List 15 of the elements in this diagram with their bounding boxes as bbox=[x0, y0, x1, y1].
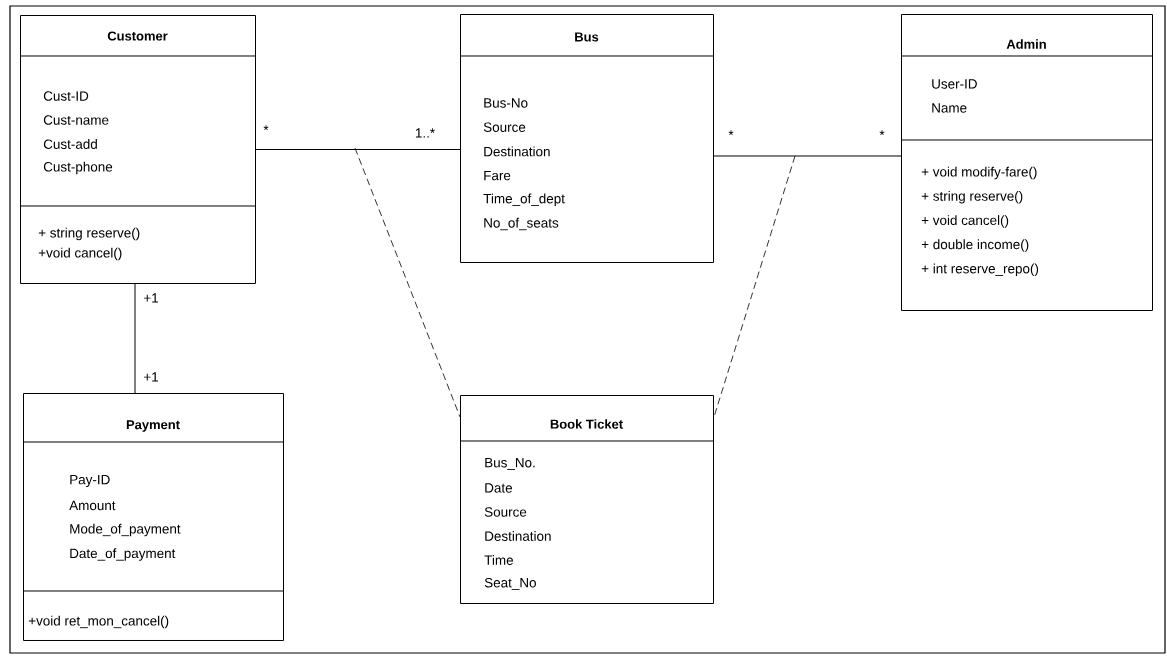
association-class-line bbox=[713, 155, 796, 418]
class-box: Payment Pay-ID Amount Mode_of_payment Date_of_payment +void ret_mon_cancel() bbox=[22, 393, 284, 641]
multiplicity-label: * bbox=[879, 130, 885, 136]
class-box: Bus Bus-No Source Destination Fare Time_of_dept No_of_seats bbox=[459, 14, 714, 263]
multiplicity-label: 1..* bbox=[415, 128, 435, 138]
association-class-line bbox=[354, 147, 461, 418]
association-line bbox=[255, 149, 461, 150]
association-line bbox=[134, 283, 136, 394]
class-box: Book Ticket Bus_No. Date Source Destination Time Seat_No bbox=[459, 395, 714, 604]
class-box: Customer Cust-ID Cust-name Cust-add Cust-phone + string reserve() +void cancel() bbox=[19, 15, 256, 284]
multiplicity-label: +1 bbox=[144, 372, 158, 382]
association-line bbox=[713, 155, 902, 157]
multiplicity-label: * bbox=[728, 130, 734, 136]
class-box: Admin User-ID Name + void modify-fare() + string reserve() + void cancel() + double income() + int reserve_repo() bbox=[900, 14, 1153, 311]
multiplicity-label: +1 bbox=[144, 293, 158, 303]
